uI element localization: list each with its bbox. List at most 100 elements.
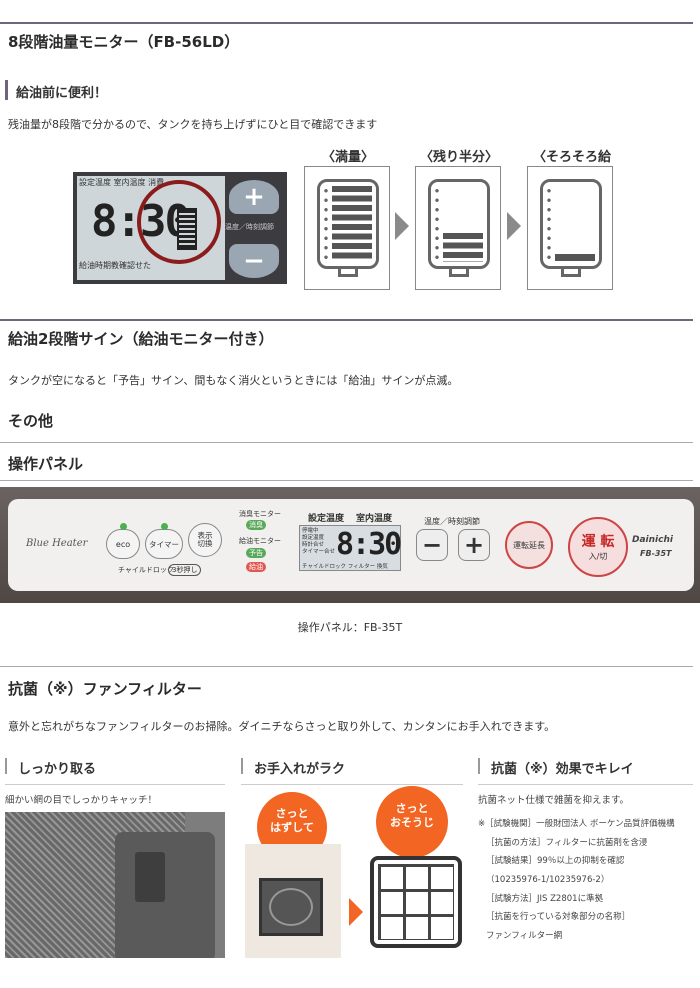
tank-outline [428,179,490,269]
col-divider [478,784,693,785]
clean-filter-image [370,856,462,948]
oil-monitor-display-photo: 設定温度 室内温度 消費 8:30 給油時期教確認せた + 温度／時刻調節 − [73,172,287,284]
filter-tab [135,852,165,902]
section-divider [0,480,693,481]
note-line: ※［試験機関］一般財団法人 ボーケン品質評価機構 [478,819,675,829]
fan-icon [269,888,313,926]
clean-bubble: さっと おそうじ [376,786,448,858]
tank-dots [435,186,439,262]
note-line: ［抗菌を行っている対象部分の名称］ [486,912,631,923]
control-panel-photo: Blue Heater eco タイマー 表示 切換 チャイルドロック 3秒押し… [0,487,700,603]
col-tab-bar [5,758,7,774]
temp-time-adjust-label: 温度／時刻調節 [225,223,274,231]
tank-outline [317,179,379,269]
maker-logo: Dainichi [632,535,673,545]
child-lock-label: チャイルドロック [118,566,174,574]
oil-monitor-description: 残油量が8段階で分かるので、タンクを持ち上げずにひと目で確認できます [8,118,378,131]
power-button[interactable]: 運 転 入/切 [568,517,628,577]
tank-level-bars [555,254,595,261]
model-label: FB-35T [640,549,672,558]
tank-label-half: 〈残り半分〉 [419,150,498,165]
note-line: ファンフィルター網 [486,931,563,942]
col3-title: 抗菌（※）効果でキレイ [491,762,634,777]
power-button-label: 運 転 [581,534,615,550]
section-title-oil-monitor: 8段階油量モニター（FB-56LD） [8,33,240,51]
fuel-sign-description: タンクが空になると「予告」サイン、間もなく消火というときには「給油」サインが点滅… [8,374,459,387]
display-toggle-label: 表示 切換 [197,530,213,548]
tank-outline [540,179,602,269]
notice-indicator: 予告 [246,548,266,558]
col-tab-bar [478,758,480,774]
panel-lcd: 停電中設定温度時計合せタイマー合せ 8:30 チャイルドロック フィルター 換気 [299,525,402,571]
brand-label: Blue Heater [26,538,88,549]
highlight-circle [137,180,221,264]
eco-button[interactable]: eco [106,529,140,559]
fuel-monitor-label: 給油モニター [239,537,281,545]
tank-dots [547,186,551,262]
display-toggle-button[interactable]: 表示 切換 [188,523,222,557]
col1-text: 細かい網の目でしっかりキャッチ！ [5,795,158,806]
section-divider [0,442,693,443]
section-title-others: その他 [8,412,54,430]
section-divider [0,22,693,24]
col-divider [5,784,225,785]
tank-cap [449,267,469,277]
section-divider [0,319,693,321]
col3-text: 抗菌ネット仕様で雑菌を抑えます。 [478,795,630,806]
minus-button[interactable]: − [229,244,279,278]
heater-body [115,832,215,958]
col-tab-bar [241,758,243,774]
temp-time-adjust-label: 温度／時刻調節 [424,517,480,526]
subtitle-bar [5,80,8,100]
filter-closeup-photo [5,812,225,958]
subtitle-before-refuel: 給油前に便利！ [16,86,108,101]
tank-low [527,166,613,290]
tank-dots [324,186,328,262]
room-temp-label: 室内温度 [356,514,393,524]
timer-button[interactable]: タイマー [145,529,183,559]
section-title-control-panel: 操作パネル [8,455,84,473]
set-temp-label: 設定温度 [308,514,345,524]
filter-grid [378,864,454,940]
note-line: ［試験方法］JIS Z2801に準拠 [486,893,604,904]
minus-button[interactable]: − [416,529,448,561]
note-line: ［試験結果］99％以上の抑制を確認 [486,856,625,867]
timer-button-label: タイマー [149,539,179,549]
plus-button[interactable]: + [229,180,279,214]
control-panel-caption: 操作パネル：FB-35T [297,621,403,634]
col-divider [241,784,463,785]
col2-title: お手入れがラク [254,762,346,777]
note-line: ［抗菌の方法］フィルターに抗菌剤を含浸 [486,837,648,848]
fan-filter-description: 意外と忘れがちなファンフィルターのお掃除。ダイニチならさっと取り外して、カンタン… [8,720,556,733]
child-lock-hint: 3秒押し [168,564,202,576]
lcd-side-labels: 停電中設定温度時計合せタイマー合せ [302,528,336,555]
tank-half [415,166,501,290]
extend-run-label: 運転延長 [513,540,545,550]
col1-title: しっかり取る [18,762,97,777]
plus-button[interactable]: + [458,529,490,561]
tank-level-bars [443,233,483,262]
arrow-right-icon [507,212,521,240]
arrow-right-icon [349,898,363,926]
control-panel: Blue Heater eco タイマー 表示 切換 チャイルドロック 3秒押し… [8,499,694,591]
eco-indicator [120,523,127,530]
section-divider [0,666,693,667]
lcd-top-labels: 設定温度 室内温度 消費 [79,178,165,187]
section-title-fan-filter: 抗菌（※）ファンフィルター [8,680,202,698]
arrow-right-icon [395,212,409,240]
fuel-indicator: 給油 [246,562,266,572]
timer-indicator [161,523,168,530]
deodor-monitor-label: 消臭モニター [239,510,281,518]
tank-label-full: 〈満量〉 [321,150,374,165]
tank-cap [561,267,581,277]
deodor-indicator: 消臭 [246,520,266,530]
tank-cap [338,267,358,277]
power-button-sublabel: 入/切 [588,552,608,561]
panel-lcd-time: 8:30 [336,527,402,562]
lcd-bottom-labels: チャイルドロック フィルター 換気 [302,564,388,570]
lcd-bottom-label: 給油時期教確認せた [79,261,151,270]
section-title-fuel-sign: 給油2段階サイン（給油モニター付き） [8,330,274,348]
tank-full [304,166,390,290]
extend-run-button[interactable]: 運転延長 [505,521,553,569]
antibacterial-notes: ※［試験機関］一般財団法人 ボーケン品質評価機構 ［抗菌の方法］フィルターに抗菌… [478,815,675,946]
